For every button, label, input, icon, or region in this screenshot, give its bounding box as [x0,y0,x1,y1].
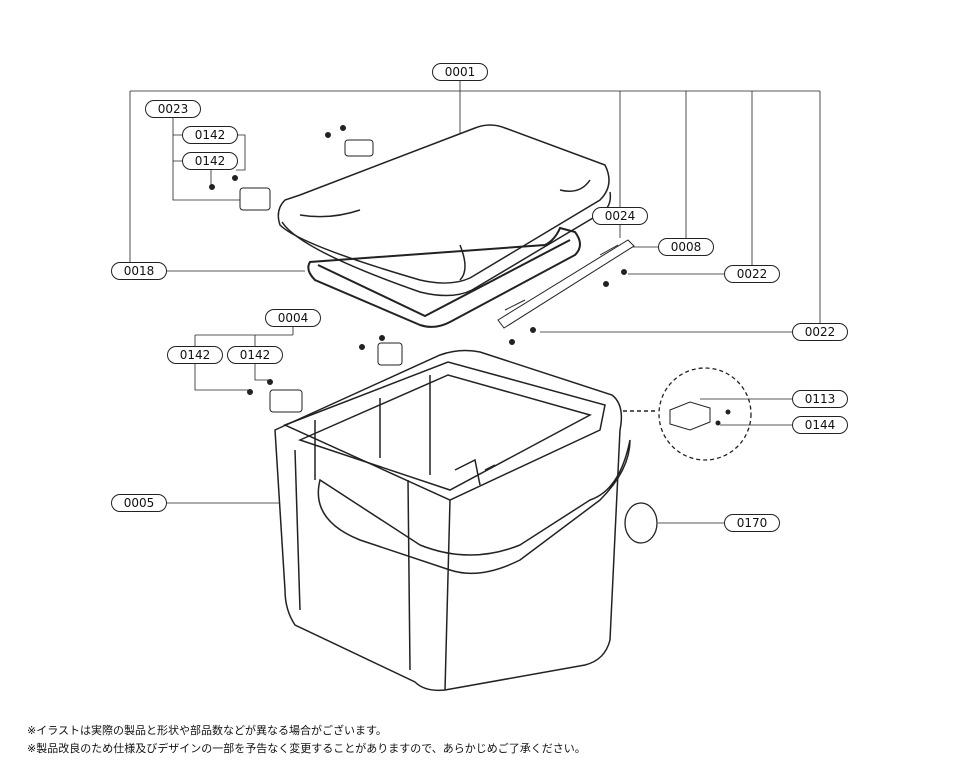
hinge-bar [497,239,635,329]
lid-gasket [307,226,581,328]
part-label-0005[interactable]: 0005 [111,494,167,512]
part-label-0018[interactable]: 0018 [111,262,167,280]
part-label-0113[interactable]: 0113 [792,390,848,408]
disclaimer-note: ※製品改良のため仕様及びデザインの一部を予告なく変更することがありますので、あら… [27,742,586,755]
part-label-0142[interactable]: 0142 [227,346,283,364]
part-label-0008[interactable]: 0008 [658,238,714,256]
part-label-0001[interactable]: 0001 [432,63,488,81]
disclaimer-note: ※イラストは実際の製品と形状や部品数などが異なる場合がございます。 [27,724,387,737]
lid [277,124,612,297]
part-label-0023[interactable]: 0023 [145,100,201,118]
part-label-0024[interactable]: 0024 [592,207,648,225]
part-label-0022[interactable]: 0022 [792,323,848,341]
part-label-0170[interactable]: 0170 [724,514,780,532]
part-label-0142[interactable]: 0142 [182,152,238,170]
drain-cap [624,502,658,544]
part-label-0144[interactable]: 0144 [792,416,848,434]
screws [209,125,731,426]
detail-callout [658,367,752,461]
part-label-0142[interactable]: 0142 [182,126,238,144]
cooler-body [274,349,631,692]
part-label-0142[interactable]: 0142 [167,346,223,364]
part-label-0022[interactable]: 0022 [724,265,780,283]
latches [239,139,403,413]
part-label-0004[interactable]: 0004 [265,309,321,327]
